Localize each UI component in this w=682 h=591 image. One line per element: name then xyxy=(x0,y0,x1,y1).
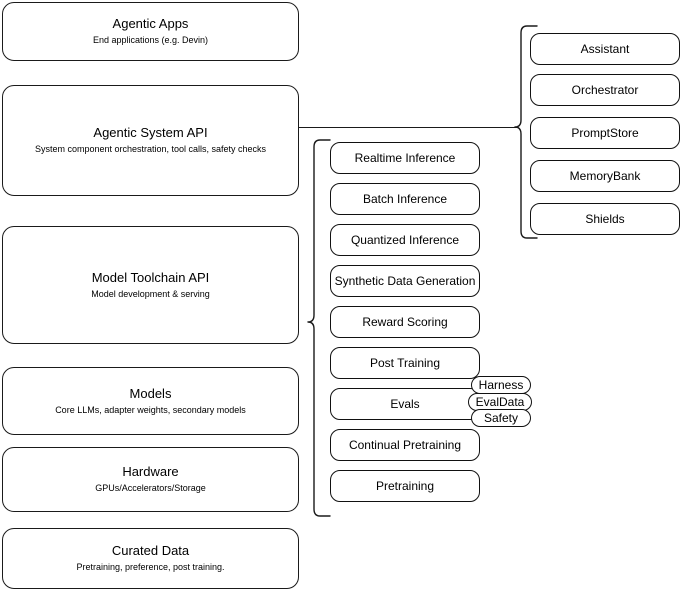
component-memorybank[interactable]: MemoryBank xyxy=(530,160,680,192)
component-label: MemoryBank xyxy=(569,168,641,183)
layer-subtitle: Pretraining, preference, post training. xyxy=(76,562,225,572)
layer-subtitle: Model development & serving xyxy=(91,288,210,299)
layer-title: Hardware xyxy=(122,464,179,479)
component-label: PromptStore xyxy=(571,125,639,140)
brace-toolchain xyxy=(307,139,331,517)
component-pretraining[interactable]: Pretraining xyxy=(330,470,480,502)
component-label: Post Training xyxy=(369,355,441,370)
layer-subtitle: End applications (e.g. Devin) xyxy=(92,35,209,45)
badge-label: Safety xyxy=(483,411,519,425)
component-shields[interactable]: Shields xyxy=(530,203,680,235)
layer-title: Models xyxy=(129,385,172,401)
component-batch-inference[interactable]: Batch Inference xyxy=(330,183,480,215)
component-orchestrator[interactable]: Orchestrator xyxy=(530,74,680,106)
layer-model-toolchain-api[interactable]: Model Toolchain API Model development & … xyxy=(2,226,299,344)
connector-agentic-system-to-components xyxy=(299,127,517,129)
component-synthetic-data-generation[interactable]: Synthetic Data Generation xyxy=(330,265,480,297)
component-label: Orchestrator xyxy=(571,82,639,97)
badge-harness[interactable]: Harness xyxy=(471,376,531,394)
component-label: Batch Inference xyxy=(362,191,448,206)
layer-hardware[interactable]: Hardware GPUs/Accelerators/Storage xyxy=(2,447,299,512)
badge-safety[interactable]: Safety xyxy=(471,409,531,427)
badge-label: EvalData xyxy=(475,395,525,409)
component-continual-pretraining[interactable]: Continual Pretraining xyxy=(330,429,480,461)
component-label: Synthetic Data Generation xyxy=(334,273,476,288)
layer-subtitle: GPUs/Accelerators/Storage xyxy=(95,483,206,493)
layer-title: Curated Data xyxy=(111,543,190,558)
layer-title: Agentic System API xyxy=(93,125,208,140)
component-label: Quantized Inference xyxy=(350,232,460,247)
component-label: Assistant xyxy=(580,41,630,56)
component-label: Pretraining xyxy=(375,478,435,493)
layer-models[interactable]: Models Core LLMs, adapter weights, secon… xyxy=(2,367,299,435)
component-quantized-inference[interactable]: Quantized Inference xyxy=(330,224,480,256)
layer-curated-data[interactable]: Curated Data Pretraining, preference, po… xyxy=(2,528,299,589)
component-label: Reward Scoring xyxy=(362,314,448,329)
component-promptstore[interactable]: PromptStore xyxy=(530,117,680,149)
component-post-training[interactable]: Post Training xyxy=(330,347,480,379)
component-label: Realtime Inference xyxy=(354,150,456,165)
layer-subtitle: System component orchestration, tool cal… xyxy=(34,144,267,154)
layer-agentic-system-api[interactable]: Agentic System API System component orch… xyxy=(2,85,299,196)
component-label: Shields xyxy=(585,211,625,226)
component-evals[interactable]: Evals xyxy=(330,388,480,420)
component-label: Evals xyxy=(390,396,420,411)
component-reward-scoring[interactable]: Reward Scoring xyxy=(330,306,480,338)
layer-title: Agentic Apps xyxy=(112,16,189,31)
component-label: Continual Pretraining xyxy=(348,437,462,452)
component-assistant[interactable]: Assistant xyxy=(530,33,680,65)
layer-subtitle: Core LLMs, adapter weights, secondary mo… xyxy=(55,404,246,415)
component-realtime-inference[interactable]: Realtime Inference xyxy=(330,142,480,174)
layer-title: Model Toolchain API xyxy=(91,269,210,285)
badge-label: Harness xyxy=(478,378,524,392)
layer-agentic-apps[interactable]: Agentic Apps End applications (e.g. Devi… xyxy=(2,2,299,61)
